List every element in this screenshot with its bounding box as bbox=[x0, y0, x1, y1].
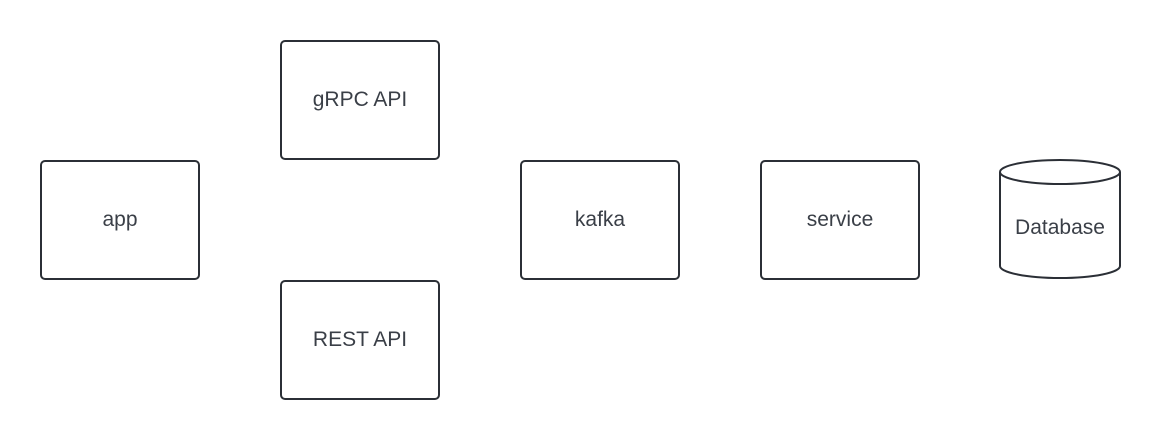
service-node: service bbox=[760, 160, 920, 280]
database-label: Database bbox=[1015, 216, 1105, 239]
rest-api-label: REST API bbox=[312, 328, 408, 351]
app-label: app bbox=[102, 208, 138, 231]
database-cylinder-icon bbox=[999, 159, 1121, 279]
grpc-api-label: gRPC API bbox=[312, 88, 408, 111]
app-node: app bbox=[40, 160, 200, 280]
kafka-node: kafka bbox=[520, 160, 680, 280]
database-node: Database bbox=[998, 158, 1122, 280]
kafka-label: kafka bbox=[574, 208, 626, 231]
service-label: service bbox=[806, 208, 874, 231]
grpc-api-node: gRPC API bbox=[280, 40, 440, 160]
rest-api-node: REST API bbox=[280, 280, 440, 400]
